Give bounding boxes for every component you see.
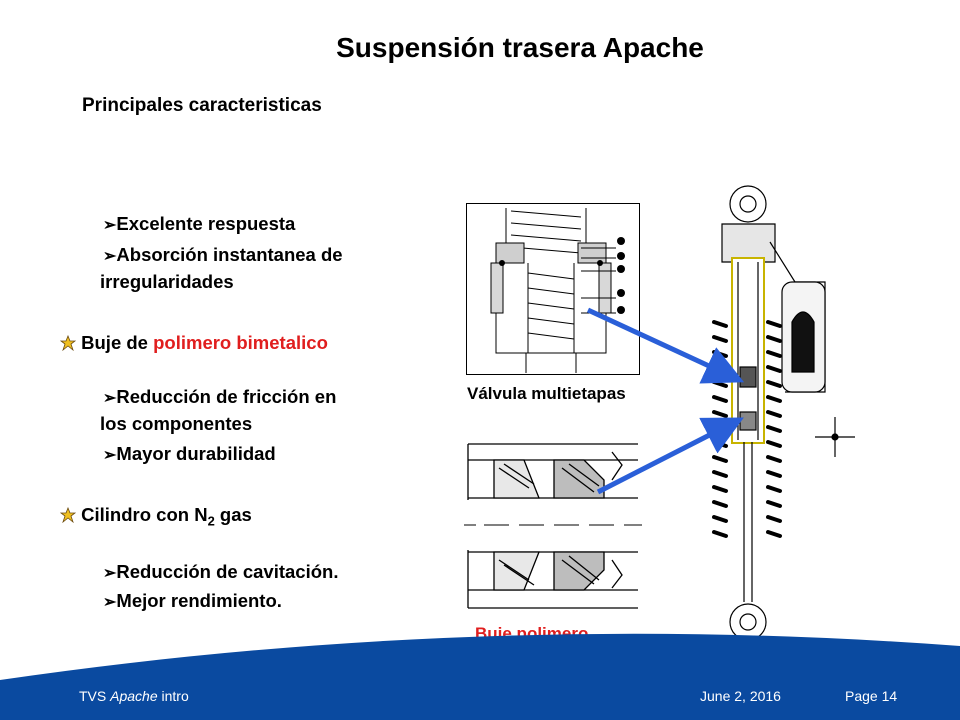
arrow-bullet-icon: ➢ [103,447,117,464]
arrow-to-valve [586,307,745,384]
slide-subtitle: Principales caracteristicas [82,95,322,116]
slide-title: Suspensión trasera Apache [336,32,704,63]
valve-caption: Válvula multietapas [467,384,626,403]
footer-band [0,633,960,720]
arrow-bullet-icon: ➢ [103,565,117,582]
footer-presentation-name: TVS Apache intro [79,688,189,704]
feature-item-continuation: irregularidades [100,271,234,292]
arrow-bullet-icon: ➢ [103,248,117,265]
arrow-bullet-icon: ➢ [103,594,117,611]
arrow-to-bush [596,417,744,495]
feature-item: ➢Mejor rendimiento. [103,590,282,611]
footer-date: June 2, 2016 [700,688,781,704]
feature-item: ➢Reducción de cavitación. [103,561,339,582]
star-bullet-icon [59,334,77,352]
bush-drawing [464,443,642,609]
feature-item: ➢Excelente respuesta [103,213,296,234]
main-bullet: Buje de polimero bimetalico [59,331,328,354]
star-bullet-icon [59,506,77,524]
feature-item: ➢Reducción de fricción en [103,386,337,407]
arrow-bullet-icon: ➢ [103,217,117,234]
main-bullet: Cilindro con N2 gas [59,503,252,533]
feature-item: ➢Absorción instantanea de [103,244,343,265]
footer-page-number: Page 14 [845,688,898,704]
arrow-bullet-icon: ➢ [103,390,117,407]
valve-drawing [466,203,640,375]
feature-item-continuation: los componentes [100,413,253,434]
feature-item: ➢Mayor durabilidad [103,443,276,464]
highlight-text: polimero bimetalico [153,332,328,353]
